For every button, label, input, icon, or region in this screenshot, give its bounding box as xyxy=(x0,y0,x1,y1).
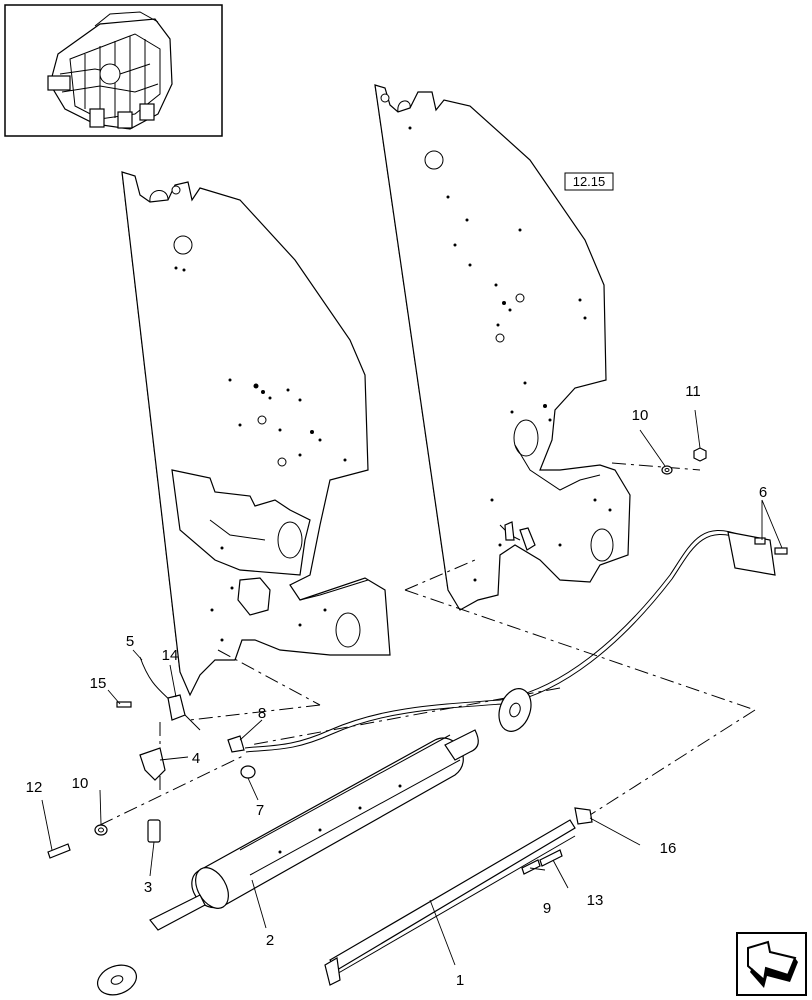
bolt-13 xyxy=(539,849,563,867)
callout-8[interactable]: 8 xyxy=(258,705,266,722)
callout-6[interactable]: 6 xyxy=(759,484,767,501)
callout-11[interactable]: 11 xyxy=(685,383,701,400)
leader-lines xyxy=(41,409,783,966)
bolt-11 xyxy=(693,447,707,462)
callout-12[interactable]: 12 xyxy=(26,779,43,796)
callout-16[interactable]: 16 xyxy=(660,840,677,857)
bearing-flange-right xyxy=(498,688,532,732)
washer-10-right xyxy=(661,465,673,475)
roller xyxy=(149,729,479,931)
callout-14[interactable]: 14 xyxy=(162,647,179,664)
alignment-lines xyxy=(99,462,756,826)
callout-10-left[interactable]: 10 xyxy=(72,775,89,792)
left-sheet-holes xyxy=(174,266,347,642)
callout-13[interactable]: 13 xyxy=(587,892,604,909)
callouts: 1 2 3 4 5 6 7 8 9 10 10 11 12 13 14 15 1… xyxy=(26,383,768,989)
callout-3[interactable]: 3 xyxy=(144,879,152,896)
bolt-9 xyxy=(521,859,541,875)
right-sheet-holes xyxy=(408,126,612,582)
locator-thumbnail xyxy=(4,4,223,137)
bracket-16 xyxy=(574,807,593,825)
callout-1[interactable]: 1 xyxy=(456,972,464,989)
bearing-flange-left xyxy=(97,964,137,996)
reference-tag-text: 12.15 xyxy=(573,174,606,189)
callout-4[interactable]: 4 xyxy=(192,750,200,767)
callout-7[interactable]: 7 xyxy=(256,802,264,819)
callout-9[interactable]: 9 xyxy=(543,900,551,917)
callout-15[interactable]: 15 xyxy=(90,675,107,692)
grease-fitting-assembly xyxy=(116,656,256,843)
washer-10-left xyxy=(94,824,108,836)
scraper xyxy=(324,819,576,986)
next-page-arrow-icon[interactable] xyxy=(736,932,807,996)
hose-bracket-right xyxy=(727,531,788,576)
callout-2[interactable]: 2 xyxy=(266,932,274,949)
callout-10-right[interactable]: 10 xyxy=(632,407,649,424)
reference-tag[interactable]: 12.15 xyxy=(564,172,614,191)
bolt-12 xyxy=(47,843,71,859)
callout-5[interactable]: 5 xyxy=(126,633,134,650)
left-side-sheet xyxy=(121,171,391,697)
right-side-sheet xyxy=(374,84,631,611)
